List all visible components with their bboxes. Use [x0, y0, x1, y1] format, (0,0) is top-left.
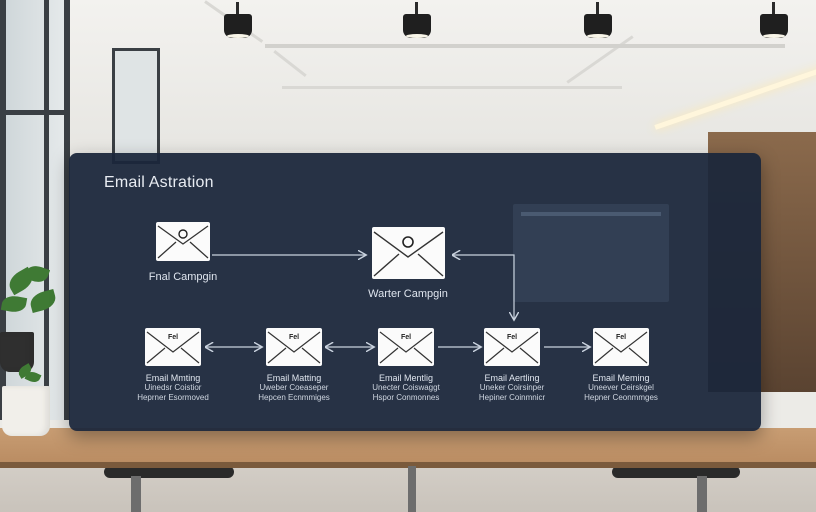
envelope-icon[interactable]: Fel [145, 328, 201, 366]
envelope-icon[interactable]: Fel [484, 328, 540, 366]
envelope-icon[interactable]: Fel [266, 328, 322, 366]
node-sublabel: Hepiner Coinmnicr [478, 393, 546, 402]
chair [612, 466, 740, 478]
envelope-icon[interactable] [372, 227, 445, 279]
background-monitor [513, 204, 669, 302]
ceiling-lamp-icon [403, 2, 431, 38]
node-sublabel: Uneker Coirsinper [479, 383, 545, 392]
light-track [265, 44, 785, 48]
envelope-icon[interactable]: Fel [378, 328, 434, 366]
arrow-elbow [453, 255, 514, 319]
node-label: Email Matting [266, 373, 322, 383]
ceiling-beam [282, 86, 622, 89]
envelope-tag: Fel [506, 334, 518, 341]
node-sublabel: Uweber Coeaseper [259, 383, 329, 392]
envelope-icon[interactable] [156, 222, 210, 261]
node-label: Warter Campgin [368, 288, 448, 300]
envelope-tag: Fel [167, 334, 179, 341]
window [0, 0, 70, 420]
flow-arrows [69, 153, 761, 431]
ceiling-beam [273, 50, 307, 77]
node-sublabel: Hepner Ceonmmges [584, 393, 658, 402]
chair-leg [131, 476, 141, 512]
chair-leg [697, 476, 707, 512]
envelope-icon[interactable]: Fel [593, 328, 649, 366]
ceiling-lamp-icon [224, 2, 252, 38]
node-sublabel: Hspor Conmonnes [372, 393, 440, 402]
node-label: Fnal Campgin [148, 271, 218, 283]
panel-title: Email Astration [104, 174, 214, 191]
window [112, 48, 160, 164]
node-sublabel: Hepcen Ecnmmiges [258, 393, 330, 402]
desk-edge [0, 462, 816, 468]
desk-leg [408, 466, 416, 512]
envelope-tag: Fel [615, 334, 627, 341]
email-automation-panel: Email Astration Fnal Campgin Warter Camp… [69, 153, 761, 431]
node-sublabel: Unecter Coiswaggt [372, 383, 440, 392]
chair [104, 466, 234, 478]
node-sublabel: Uinedsr Coistior [144, 383, 202, 392]
node-sublabel: Heprner Esormoved [137, 393, 209, 402]
envelope-tag: Fel [400, 334, 412, 341]
desk [0, 428, 816, 468]
node-label: Email Aertling [484, 373, 540, 383]
ceiling-beam [566, 35, 634, 84]
plant-icon [2, 362, 52, 438]
envelope-tag: Fel [288, 334, 300, 341]
node-label: Email Mentlig [378, 373, 434, 383]
ceiling-lamp-icon [584, 2, 612, 38]
node-sublabel: Uneever Ceirskgel [588, 383, 654, 392]
ceiling-lamp-icon [760, 2, 788, 38]
node-label: Email Mmting [145, 373, 201, 383]
node-label: Email Meming [592, 373, 650, 383]
